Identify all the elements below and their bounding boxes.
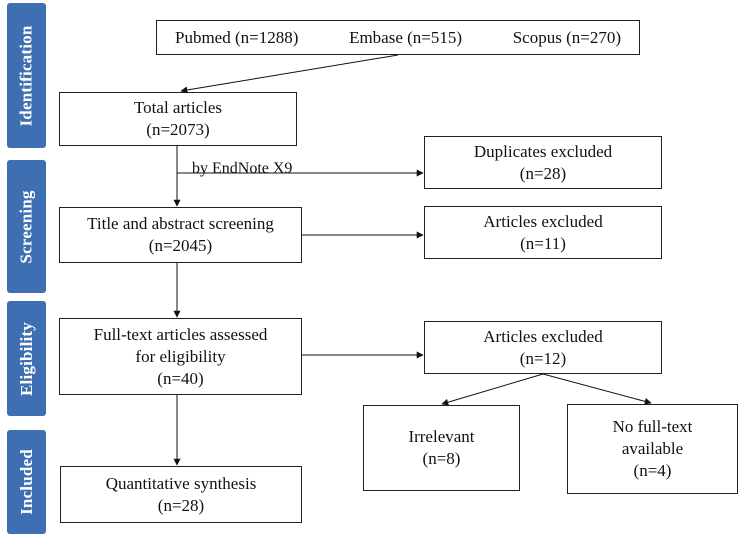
quantitative-synthesis-count: (n=28) [157,495,205,515]
total-articles-box: Total articles (n=2073) [59,92,297,146]
total-articles-count: (n=2073) [146,120,210,139]
no-fulltext-title-line1: No full-text [612,417,693,436]
arrow-sources-to-total [180,54,399,94]
eligibility-excluded-title: Articles excluded [483,326,603,346]
screening-excluded-box: Articles excluded (n=11) [424,206,662,259]
irrelevant-box: Irrelevant (n=8) [363,405,520,491]
fulltext-assessed-box: Full-text articles assessed for eligibil… [59,318,302,395]
eligibility-excluded-count: (n=12) [519,348,567,368]
title-abstract-screening-count: (n=2045) [148,236,213,255]
duplicates-excluded-count: (n=28) [519,163,567,183]
duplicates-excluded-box: Duplicates excluded (n=28) [424,136,662,189]
total-articles-title: Total articles [133,98,223,117]
irrelevant-count: (n=8) [422,449,461,468]
fulltext-assessed-title-line2: for eligibility [135,346,226,366]
no-fulltext-box: No full-text available (n=4) [567,404,738,494]
eligibility-excluded-box: Articles excluded (n=12) [424,321,662,374]
source-pubmed: Pubmed (n=1288) [175,27,299,47]
quantitative-synthesis-box: Quantitative synthesis (n=28) [60,466,302,523]
quantitative-synthesis-title: Quantitative synthesis [105,473,257,493]
no-fulltext-count: (n=4) [633,461,672,480]
stage-identification: Identification [7,3,46,148]
arrow-excluded-to-irrelevant [441,373,544,406]
stage-screening: Screening [7,160,46,293]
irrelevant-title: Irrelevant [408,427,475,446]
screening-excluded-count: (n=11) [520,233,566,253]
duplicates-excluded-title: Duplicates excluded [473,141,613,161]
stage-included: Included [7,430,46,534]
screening-excluded-title: Articles excluded [483,211,603,231]
source-scopus: Scopus (n=270) [512,27,621,47]
fulltext-assessed-count: (n=40) [157,368,204,388]
sources-box: Pubmed (n=1288) Embase (n=515) Scopus (n… [156,20,640,55]
arrow-excluded-to-no-fulltext [542,373,652,405]
fulltext-assessed-title-line1: Full-text articles assessed [93,324,268,344]
no-fulltext-title-line2: available [621,439,684,458]
stage-eligibility: Eligibility [7,301,46,416]
title-abstract-screening-box: Title and abstract screening (n=2045) [59,207,302,263]
source-embase: Embase (n=515) [349,27,463,47]
sources-row: Pubmed (n=1288) Embase (n=515) Scopus (n… [157,27,639,49]
title-abstract-screening-title: Title and abstract screening [87,214,274,233]
